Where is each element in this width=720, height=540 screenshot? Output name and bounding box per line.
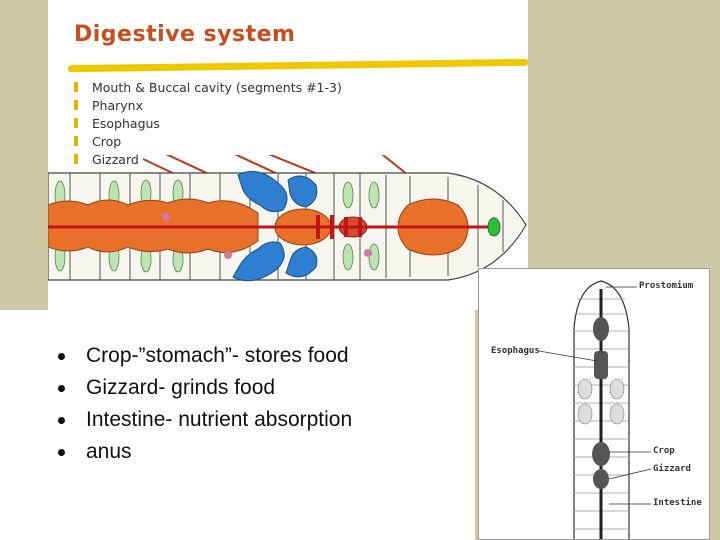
seminal-vesicles	[232, 170, 318, 282]
key-point: Gizzard- grinds food	[58, 372, 352, 404]
label-intestine: Intestine	[653, 498, 702, 508]
label-esophagus: Esophagus	[491, 346, 540, 356]
key-point: Intestine- nutrient absorption	[58, 404, 352, 436]
label-gizzard: Gizzard	[653, 464, 691, 474]
bullet-icon	[74, 136, 78, 146]
figure-part-item: Gizzard	[74, 150, 342, 168]
key-points-list: Crop-”stomach”- stores food Gizzard- gri…	[58, 340, 352, 468]
text-area-background	[0, 310, 475, 540]
figure-part-item: Mouth & Buccal cavity (segments #1-3)	[74, 78, 342, 96]
figure-parts-list: Mouth & Buccal cavity (segments #1-3) Ph…	[74, 78, 342, 168]
figure-title: Digestive system	[74, 22, 296, 47]
key-point-text: Intestine- nutrient absorption	[86, 408, 353, 431]
dorsal-diagram-drawing	[538, 280, 652, 539]
key-point-text: Gizzard- grinds food	[86, 376, 276, 399]
key-point: Crop-”stomach”- stores food	[58, 340, 352, 372]
label-crop: Crop	[653, 446, 675, 456]
key-point-text: anus	[86, 440, 132, 463]
figure-part-item: Pharynx	[74, 96, 342, 114]
bullet-icon	[74, 82, 78, 92]
bullet-dot-icon	[58, 352, 65, 360]
digestive-system-figure: Digestive system Mouth & Buccal cavity (…	[48, 0, 528, 310]
mouth-shape	[487, 217, 501, 237]
worm-outline	[573, 280, 630, 539]
figure-part-item: Crop	[74, 132, 342, 150]
key-point-text: Crop-”stomach”- stores food	[86, 344, 349, 367]
label-prostomium: Prostomium	[639, 281, 694, 291]
bullet-icon	[74, 118, 78, 128]
bullet-dot-icon	[58, 384, 65, 392]
bullet-dot-icon	[58, 416, 65, 424]
earthworm-dissection-illustration	[48, 155, 527, 282]
key-point: anus	[58, 436, 352, 468]
title-underline	[68, 58, 528, 73]
figure-part-item: Esophagus	[74, 114, 342, 132]
figure-part-label: Mouth & Buccal cavity (segments #1-3)	[92, 79, 342, 95]
bullet-icon	[74, 154, 78, 164]
bullet-icon	[74, 100, 78, 110]
figure-part-label: Gizzard	[92, 151, 139, 167]
bullet-dot-icon	[58, 448, 65, 456]
earthworm-dorsal-diagram: Prostomium Esophagus Crop Gizzard Intest…	[478, 268, 710, 540]
figure-part-label: Crop	[92, 133, 122, 149]
figure-part-label: Pharynx	[92, 97, 143, 113]
figure-part-label: Esophagus	[92, 115, 160, 131]
